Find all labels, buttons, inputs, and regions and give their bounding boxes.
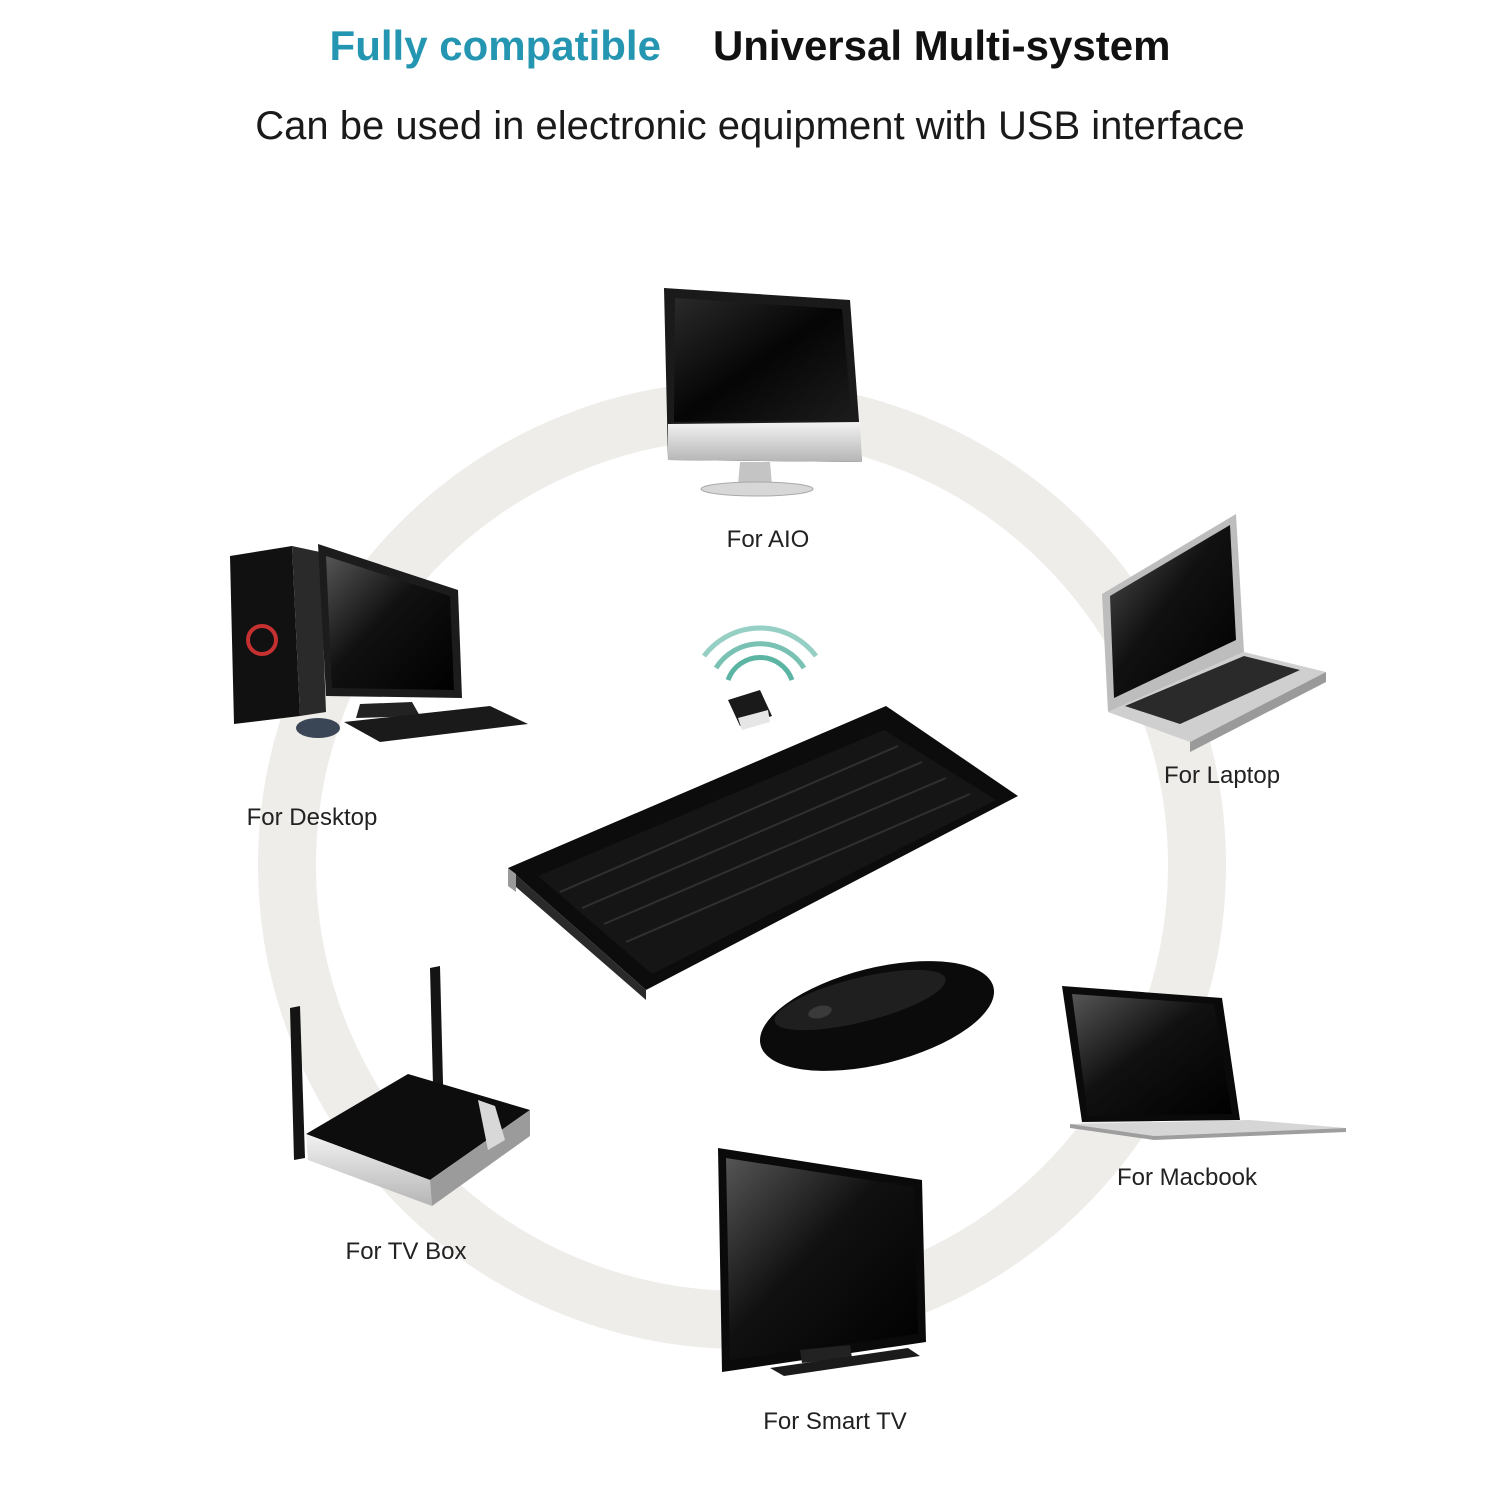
- headline-accent: Fully compatible: [329, 22, 661, 69]
- smart-tv-icon: [718, 1148, 926, 1376]
- device-label-desktop: For Desktop: [246, 804, 378, 831]
- device-label-aio: For AIO: [726, 526, 810, 553]
- subtitle: Can be used in electronic equipment with…: [255, 104, 1245, 148]
- usb-receiver-icon: [702, 625, 818, 730]
- headline: Fully compatible Universal Multi-system: [0, 22, 1500, 70]
- desktop-computer-icon: [230, 544, 528, 742]
- tv-box-icon: [290, 966, 530, 1206]
- laptop-icon: [1102, 514, 1326, 752]
- wireless-mouse-icon: [759, 961, 995, 1071]
- macbook-icon: [1062, 986, 1346, 1140]
- headline-title: Universal Multi-system: [712, 22, 1171, 69]
- device-label-smart-tv: For Smart TV: [763, 1408, 907, 1435]
- wireless-keyboard-icon: [508, 706, 1018, 1000]
- device-label-tv-box: For TV Box: [345, 1238, 467, 1265]
- device-label-laptop: For Laptop: [1163, 762, 1281, 789]
- device-label-macbook: For Macbook: [1116, 1164, 1258, 1191]
- aio-computer-icon: [664, 288, 862, 497]
